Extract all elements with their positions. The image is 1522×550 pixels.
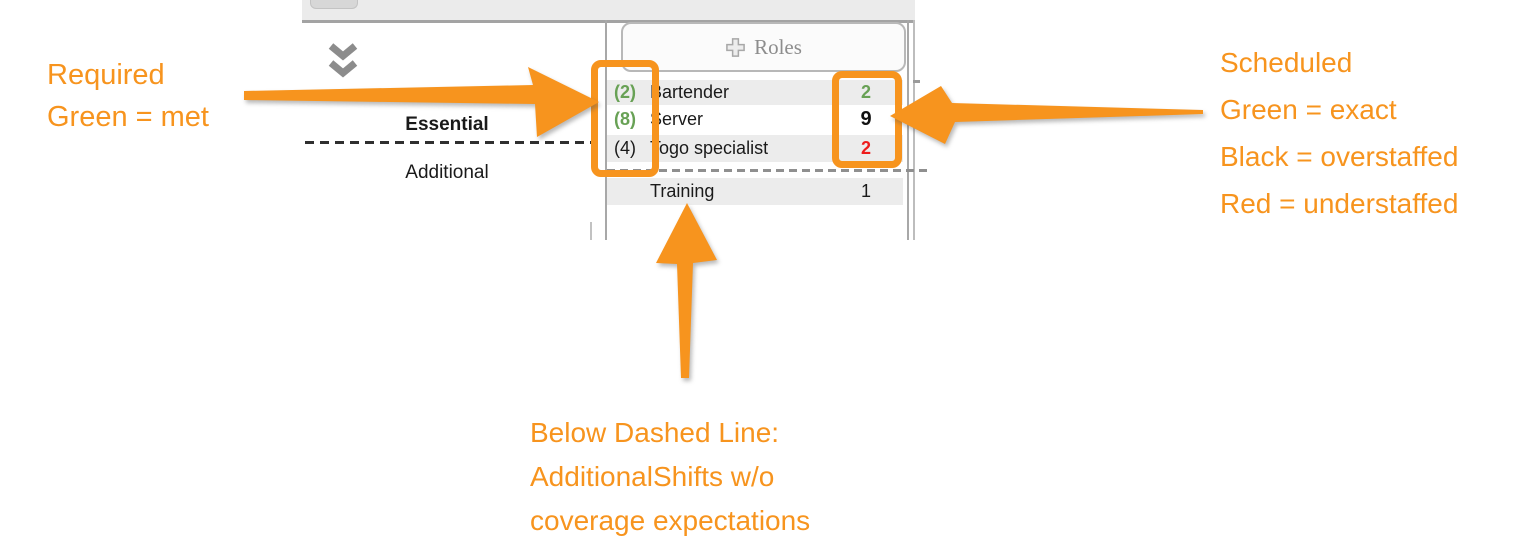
double-chevron-down-icon[interactable] <box>326 40 360 82</box>
panel-left-border <box>605 20 607 240</box>
essential-additional-divider <box>305 141 592 144</box>
note-line: Scheduled <box>1220 47 1353 78</box>
grid-column-border <box>913 20 915 240</box>
role-name: Server <box>650 108 704 129</box>
role-name: Training <box>650 181 715 201</box>
arrow-right-icon <box>244 67 599 137</box>
toolbar-mini-button[interactable] <box>310 0 358 9</box>
role-row-training[interactable]: Training 1 <box>607 178 903 205</box>
plus-icon <box>726 37 745 57</box>
role-row-server[interactable]: (8) Server 9 <box>607 105 903 133</box>
scheduled-note: Scheduled Green = exact Black = overstaf… <box>1220 39 1458 227</box>
arrow-left-icon <box>890 86 1203 144</box>
toolbar-strip <box>302 0 915 23</box>
scheduled-count: 1 <box>860 181 871 201</box>
scheduled-count: 2 <box>860 138 871 158</box>
add-roles-button[interactable]: Roles <box>621 22 906 72</box>
scheduled-count: 9 <box>860 107 872 130</box>
grid-line-fragment <box>590 222 592 240</box>
note-line: AdditionalShifts w/o <box>530 461 775 492</box>
note-line: Below Dashed Line: <box>530 417 780 448</box>
role-name: Togo specialist <box>650 138 769 158</box>
role-name: Bartender <box>650 82 730 102</box>
below-dashed-line-note: Below Dashed Line: AdditionalShifts w/o … <box>530 411 810 543</box>
note-line: Required <box>47 59 165 91</box>
grid-row-tick <box>913 80 920 83</box>
scheduled-count: 2 <box>860 82 871 102</box>
note-line: Green = exact <box>1220 94 1397 125</box>
additional-shifts-divider <box>607 169 928 172</box>
essential-section-label: Essential <box>405 114 489 135</box>
required-column-highlight <box>591 60 659 177</box>
required-count: (4) <box>614 138 636 158</box>
required-note: Required Green = met <box>47 54 209 138</box>
note-line: Black = overstaffed <box>1220 141 1459 172</box>
add-roles-button-label: Roles <box>754 34 802 59</box>
note-line: Red = understaffed <box>1220 188 1459 219</box>
note-line: Green = met <box>47 101 209 133</box>
additional-section-label: Additional <box>405 162 489 183</box>
required-count: (2) <box>614 82 636 102</box>
arrow-up-icon <box>656 203 717 378</box>
panel-right-border <box>907 20 909 240</box>
required-count: (8) <box>614 108 636 129</box>
note-line: coverage expectations <box>530 505 811 536</box>
